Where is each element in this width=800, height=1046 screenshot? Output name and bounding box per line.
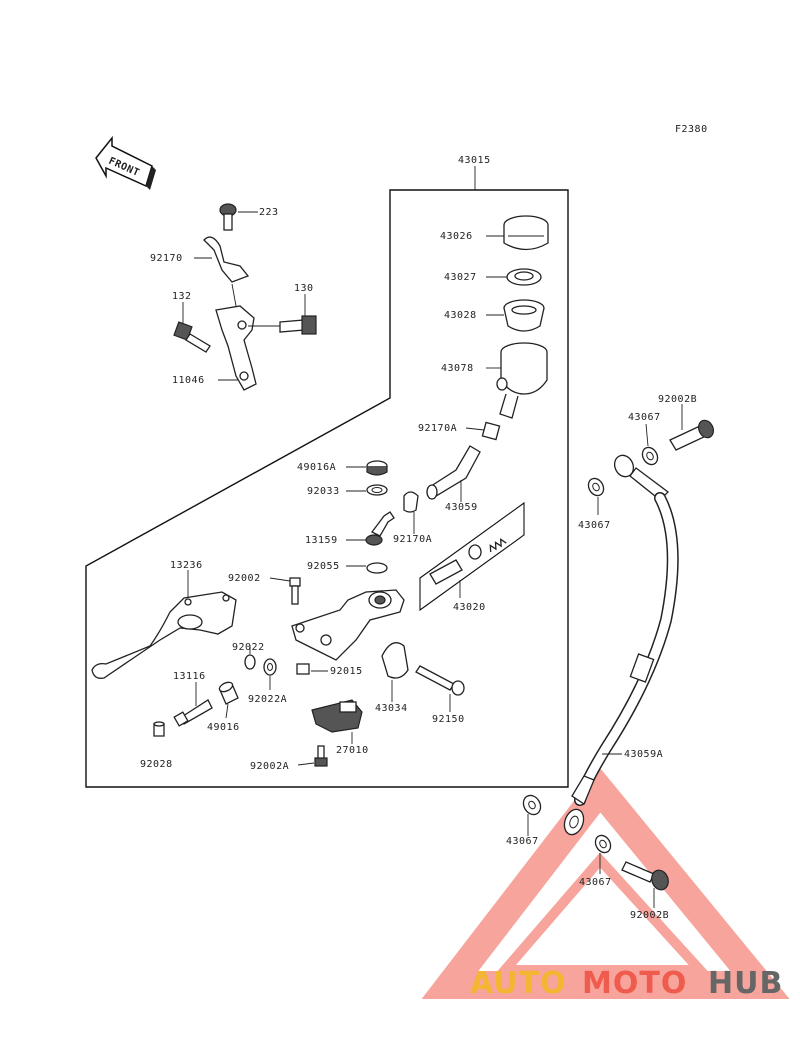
label-43015: 43015 <box>458 155 491 166</box>
label-49016: 49016 <box>207 722 240 733</box>
label-92002B-top: 92002B <box>658 394 697 405</box>
diaphragm <box>503 299 545 332</box>
label-43067-d: 43067 <box>579 877 612 888</box>
clamp-92170 <box>203 236 250 283</box>
bolt-92150 <box>415 665 465 696</box>
reservoir-body <box>496 342 548 419</box>
reservoir-hose <box>426 445 481 500</box>
pivot-13116 <box>173 699 213 727</box>
label-130: 130 <box>294 283 314 294</box>
washer-92022 <box>244 654 256 670</box>
label-92015: 92015 <box>330 666 363 677</box>
label-13159: 13159 <box>305 535 338 546</box>
washer-43067-c <box>522 794 542 816</box>
bolt-130 <box>279 315 317 335</box>
label-223: 223 <box>259 207 279 218</box>
label-92028: 92028 <box>140 759 173 770</box>
label-92022A: 92022A <box>248 694 287 705</box>
bracket-11046 <box>215 305 257 391</box>
label-43034: 43034 <box>375 703 408 714</box>
label-43067-b: 43067 <box>578 520 611 531</box>
clamp-holder-43034 <box>381 642 409 679</box>
label-92033: 92033 <box>307 486 340 497</box>
clutch-hose-43059A <box>563 454 679 836</box>
reservoir-cap <box>503 215 549 251</box>
label-43059: 43059 <box>445 502 478 513</box>
diagram-ref-code: F2380 <box>675 124 708 135</box>
label-92002B-bottom: 92002B <box>630 910 669 921</box>
label-43026: 43026 <box>440 231 473 242</box>
oring-92055 <box>366 562 388 574</box>
label-92002: 92002 <box>228 573 261 584</box>
screw-92002A <box>314 745 328 767</box>
watermark-logo <box>421 767 790 999</box>
cap-92028 <box>153 721 165 737</box>
front-arrow-icon: FRONT <box>95 135 156 190</box>
cap-49016A <box>366 460 388 476</box>
washer-43067-a <box>641 446 659 466</box>
bolt-132 <box>173 321 211 353</box>
clamp-92170A-top <box>481 421 501 441</box>
washer-43067-b <box>587 477 605 497</box>
banjo-bolt-92002B-bottom <box>621 861 669 891</box>
nut-92015 <box>296 663 310 675</box>
screw-223 <box>219 203 237 231</box>
label-43028: 43028 <box>444 310 477 321</box>
label-49016A: 49016A <box>297 462 336 473</box>
bushing-49016 <box>218 681 239 705</box>
label-43067-c: 43067 <box>506 836 539 847</box>
piston-kit-43020 <box>429 538 507 585</box>
label-13236: 13236 <box>170 560 203 571</box>
label-13116: 13116 <box>173 671 206 682</box>
label-92002A: 92002A <box>250 761 289 772</box>
label-92170A-top: 92170A <box>418 423 457 434</box>
label-43078: 43078 <box>441 363 474 374</box>
label-27010: 27010 <box>336 745 369 756</box>
watermark-moto: MOTO <box>582 966 687 1001</box>
watermark-auto: AUTO <box>470 966 567 1001</box>
label-43059A: 43059A <box>624 749 663 760</box>
label-92170A-mid: 92170A <box>393 534 432 545</box>
label-92055: 92055 <box>307 561 340 572</box>
switch-27010 <box>311 699 363 733</box>
watermark-hub: HUB <box>708 966 783 1001</box>
banjo-bolt-92002B-top <box>669 419 714 451</box>
subassembly-frame-43020 <box>419 501 525 612</box>
label-43027: 43027 <box>444 272 477 283</box>
label-43067-a: 43067 <box>628 412 661 423</box>
clutch-lever-13236 <box>91 591 237 679</box>
label-132: 132 <box>172 291 192 302</box>
label-11046: 11046 <box>172 375 205 386</box>
washer-43067-d <box>594 834 612 854</box>
label-92170: 92170 <box>150 253 183 264</box>
diaphragm-plate <box>506 268 542 286</box>
watermark-text: AUTO MOTO HUB <box>470 966 783 1001</box>
master-cylinder-body <box>291 589 405 661</box>
washer-92022A <box>263 658 277 676</box>
hose-joint-13159 <box>365 511 395 546</box>
label-43020: 43020 <box>453 602 486 613</box>
clamp-92170A-mid <box>403 491 419 513</box>
screw-92002 <box>289 577 301 605</box>
label-92150: 92150 <box>432 714 465 725</box>
label-92022: 92022 <box>232 642 265 653</box>
assembly-frame <box>85 189 569 788</box>
